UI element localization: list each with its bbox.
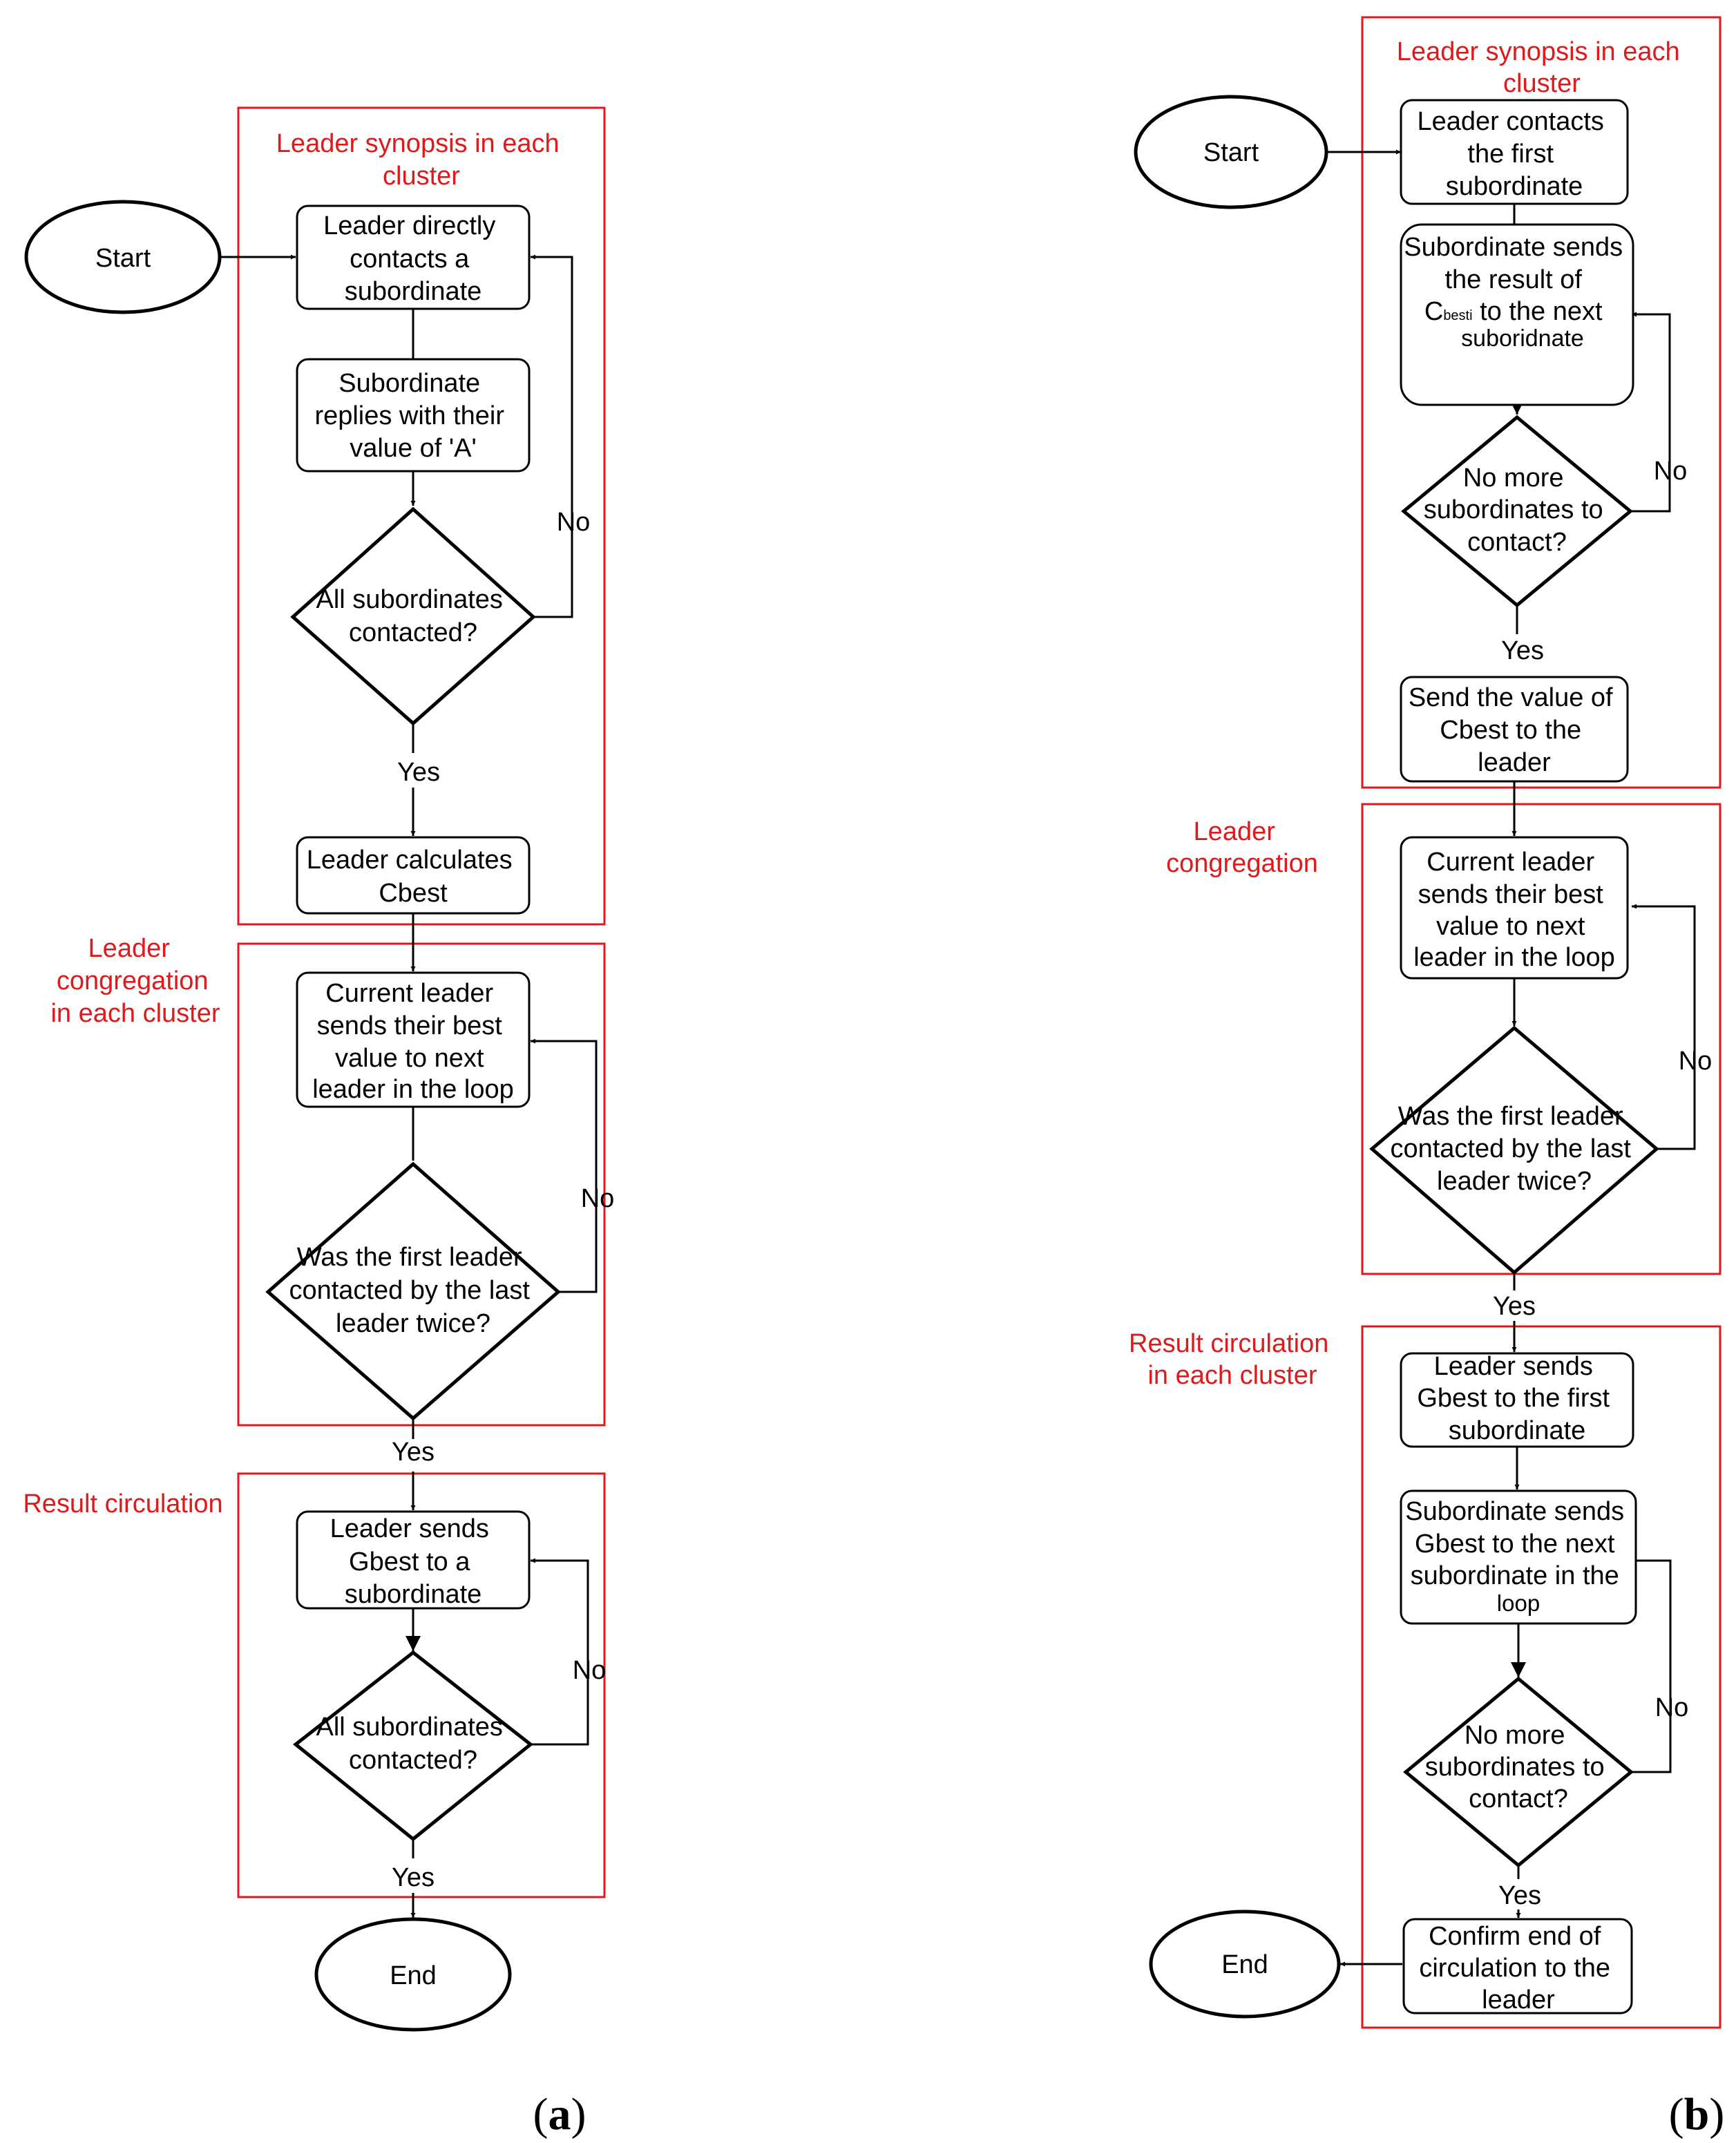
- start-terminal-a: [24, 200, 222, 314]
- node-subordinate-replies-a: [296, 358, 531, 473]
- decision-no-more-subordinates-1-b: [1401, 415, 1633, 608]
- decision-all-contacted-2-a: [292, 1650, 534, 1842]
- caption-b: (b): [1669, 2089, 1725, 2140]
- node-leader-calculates-a-text: Leader calculates Cbest: [307, 846, 519, 908]
- node-leader-sends-gbest-a-text: Leader sends Gbest to a subordinate: [330, 1514, 497, 1609]
- end-label-b: End: [1221, 1950, 1268, 1979]
- end-terminal-a: [314, 1917, 512, 2032]
- label-no-2-a: No: [581, 1184, 615, 1213]
- label-no-1-a: No: [557, 508, 591, 537]
- node-subordinate-sends-result-b-text: Subordinate sends the result of Cbesti t…: [1404, 233, 1630, 352]
- node-send-best-a: [296, 971, 531, 1108]
- group-label-circulation-a: Result circulation: [23, 1489, 222, 1518]
- group-frame-circulation-b: [1361, 1325, 1721, 2029]
- edge-loop-no-3-b: [1631, 1558, 1672, 1773]
- group-frame-congregation-b: [1361, 803, 1721, 1275]
- node-confirm-end-b: [1402, 1918, 1633, 2015]
- node-send-cbest-b-text: Send the value of Cbest to the leader: [1409, 683, 1620, 777]
- node-leader-sends-gbest-a: [296, 1510, 531, 1610]
- node-subordinate-replies-a-text: Subordinate replies with their value of …: [314, 369, 511, 463]
- label-yes-2-b: Yes: [1493, 1292, 1536, 1321]
- node-send-best-b: [1400, 836, 1629, 980]
- decision-first-leader-twice-b-text: Was the first leader contacted by the la…: [1390, 1102, 1638, 1196]
- node-leader-sends-gbest-first-b-text: Leader sends Gbest to the first subordin…: [1417, 1352, 1616, 1445]
- node-leader-calculates-a: [296, 836, 531, 915]
- group-label-circulation-b: Result circulation in each cluster: [1129, 1329, 1336, 1390]
- edge-loop-no-1-a: [531, 254, 573, 618]
- decision-all-contacted-a: [290, 506, 536, 726]
- label-yes-1-a: Yes: [397, 758, 440, 787]
- decision-all-contacted-a-text: All subordinates contacted?: [316, 585, 511, 647]
- decision-first-leader-twice-a: [265, 1161, 561, 1421]
- group-label-congregation-a: Leader congregation in each cluster: [50, 934, 220, 1028]
- label-yes-3-a: Yes: [392, 1863, 435, 1892]
- caption-a: (a): [533, 2089, 586, 2140]
- node-send-cbest-b: [1400, 676, 1629, 783]
- label-no-3-a: No: [573, 1656, 607, 1685]
- start-label-b: Start: [1203, 138, 1259, 167]
- label-yes-3-b: Yes: [1498, 1881, 1541, 1910]
- decision-no-more-subordinates-1-b-text: No more subordinates to contact?: [1424, 464, 1610, 557]
- end-terminal-b: [1149, 1909, 1341, 2019]
- start-label-a: Start: [95, 244, 151, 273]
- decision-first-leader-twice-a-text: Was the first leader contacted by the la…: [289, 1243, 537, 1338]
- node-subordinate-sends-result-b: [1400, 223, 1634, 406]
- edge-loop-no-2-a: [531, 1038, 598, 1293]
- node-confirm-end-b-text: Confirm end of circulation to the leader: [1419, 1922, 1617, 2015]
- label-yes-2-a: Yes: [392, 1438, 435, 1467]
- label-no-1-b: No: [1654, 457, 1688, 486]
- node-send-best-a-text: Current leader sends their best value to…: [312, 979, 514, 1104]
- node-contact-subordinate-a-text: Leader directly contacts a subordinate: [323, 211, 503, 306]
- group-label-synopsis-a: Leader synopsis in each cluster: [276, 129, 566, 191]
- start-terminal-b: [1134, 95, 1328, 209]
- end-label-a: End: [390, 1961, 437, 1990]
- edge-loop-no-1-b: [1630, 312, 1671, 513]
- node-leader-contacts-first-b-text: Leader contacts the first subordinate: [1418, 107, 1612, 201]
- group-frame-congregation-a: [237, 942, 606, 1427]
- group-label-synopsis-b: Leader synopsis in each cluster: [1397, 37, 1687, 98]
- label-no-3-b: No: [1655, 1693, 1689, 1722]
- group-frame-synopsis-a: [237, 106, 606, 926]
- edge-loop-no-3-a: [529, 1558, 589, 1746]
- group-frame-circulation-a: [237, 1472, 606, 1898]
- node-leader-contacts-first-b: [1400, 99, 1629, 205]
- label-no-2-b: No: [1679, 1047, 1713, 1076]
- node-send-best-b-text: Current leader sends their best value to…: [1413, 848, 1615, 972]
- group-label-congregation-b: Leader congregation: [1166, 817, 1318, 878]
- diagram-b: Leader synopsis in each cluster Leader c…: [1129, 16, 1725, 2140]
- decision-first-leader-twice-b: [1369, 1025, 1659, 1275]
- edge-loop-no-2-b: [1632, 904, 1696, 1150]
- decision-no-more-subordinates-2-b: [1403, 1676, 1634, 1868]
- label-yes-1-b: Yes: [1501, 636, 1544, 665]
- node-leader-sends-gbest-first-b: [1400, 1352, 1634, 1448]
- node-contact-subordinate-a: [296, 204, 531, 310]
- decision-no-more-subordinates-2-b-text: No more subordinates to contact?: [1425, 1721, 1612, 1813]
- group-frame-synopsis-b: [1361, 16, 1721, 789]
- node-subordinate-sends-gbest-b-text: Subordinate sends Gbest to the next subo…: [1405, 1497, 1631, 1616]
- decision-all-contacted-2-a-text: All subordinates contacted?: [316, 1713, 511, 1775]
- node-subordinate-sends-gbest-b: [1400, 1489, 1637, 1625]
- diagram-a: Leader synopsis in each cluster Leader c…: [23, 106, 615, 2140]
